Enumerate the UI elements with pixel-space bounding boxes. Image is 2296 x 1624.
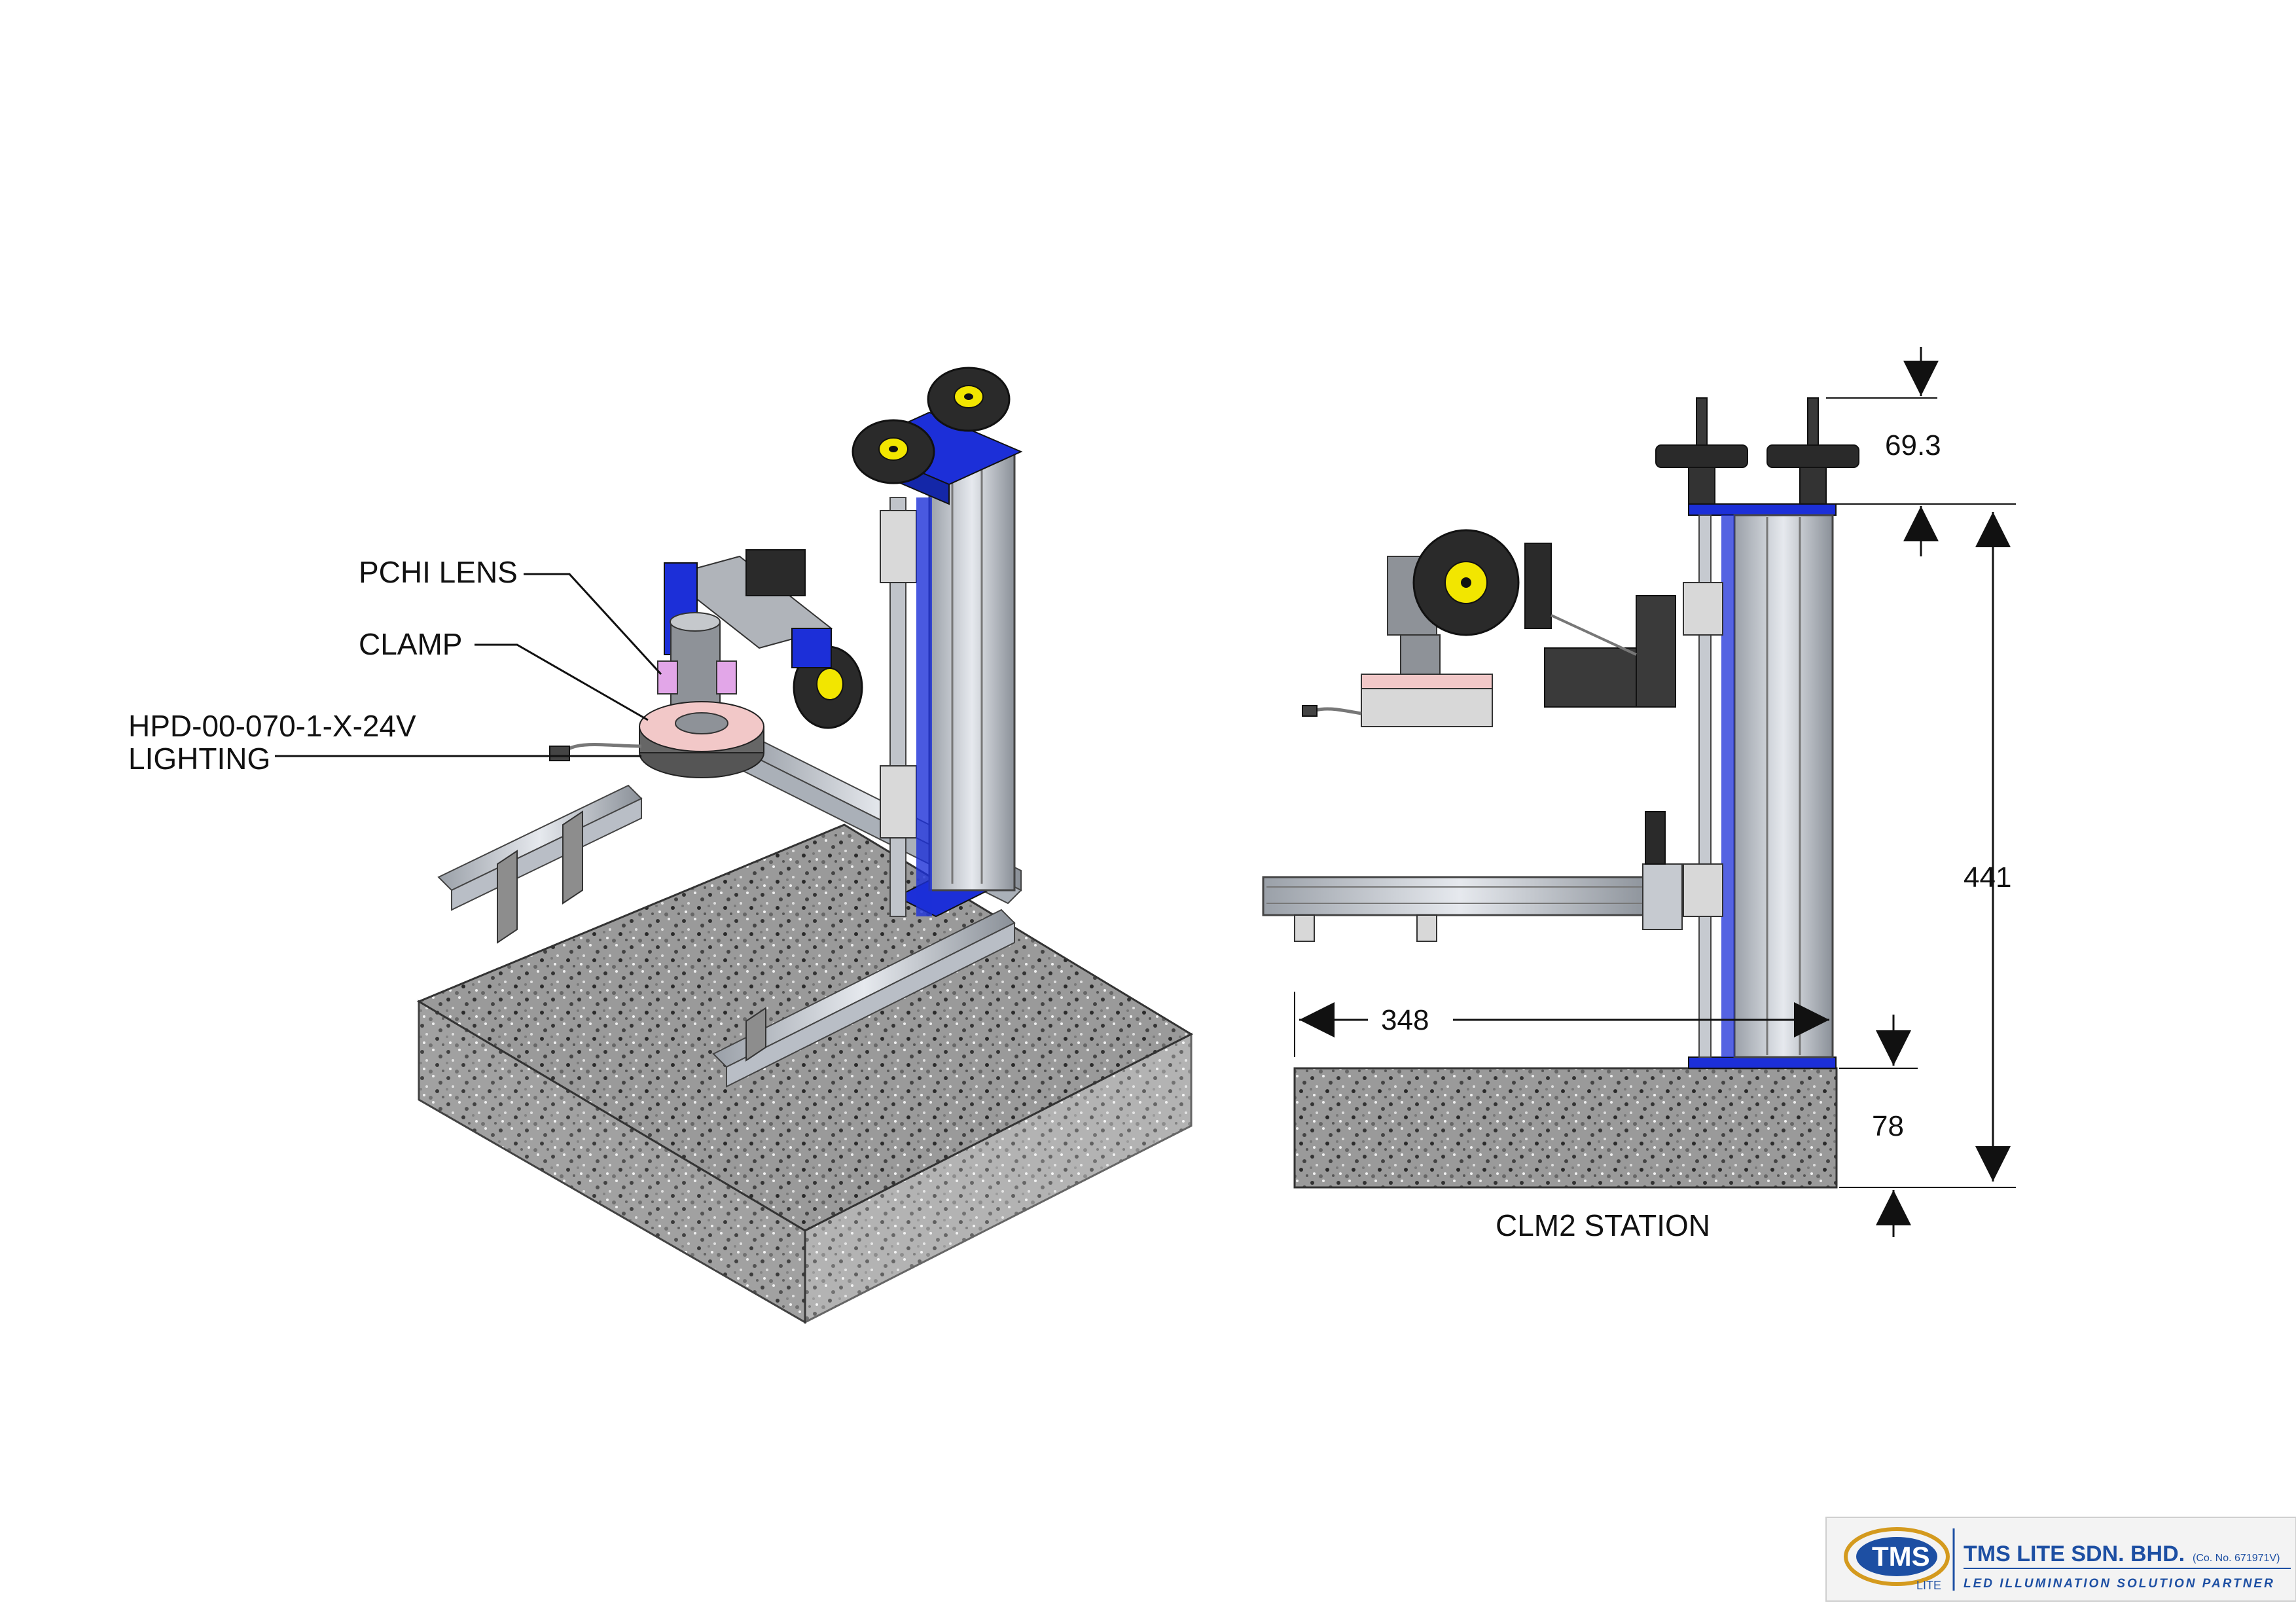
camera-assembly-side — [1302, 529, 1676, 727]
granite-base-iso — [416, 823, 1194, 1324]
tms-logo: TMS LITE — [1844, 1527, 1950, 1592]
horizontal-arm-side — [1262, 811, 1683, 942]
dimension-total-height: 441 — [1964, 861, 2011, 893]
isometric-view: PCHI LENS CLAMP HPD-00-070-1-X-24V LIGHT… — [128, 367, 1194, 1324]
side-view: 69.3 441 78 348 CLM2 STATION — [1262, 347, 2016, 1242]
granite-base-side — [1293, 1067, 1838, 1189]
logo-text: TMS — [1872, 1541, 1930, 1572]
callout-lighting-label: LIGHTING — [128, 742, 270, 776]
lens-clamp-lighting-iso — [549, 612, 764, 778]
vertical-column-iso — [855, 411, 1023, 918]
company-name: TMS LITE SDN. BHD. — [1964, 1542, 2185, 1566]
callout-pchi-lens: PCHI LENS — [359, 555, 518, 589]
dimension-base-height: 78 — [1872, 1110, 1904, 1142]
handwheels-side — [1655, 397, 1859, 505]
dimension-top-offset: 69.3 — [1885, 429, 1941, 461]
logo-subtext: LITE — [1916, 1579, 1941, 1592]
title-block: TMS LITE TMS LITE SDN. BHD. (Co. No. 671… — [1825, 1517, 2296, 1602]
callout-clamp: CLAMP — [359, 627, 462, 661]
dimension-arm-length: 348 — [1381, 1004, 1429, 1036]
company-tagline: LED ILLUMINATION SOLUTION PARTNER — [1964, 1577, 2275, 1591]
dimension-lines — [1294, 347, 2016, 1237]
camera-assembly-iso — [664, 549, 833, 668]
view-title: CLM2 STATION — [1496, 1208, 1710, 1242]
company-registration: (Co. No. 671971V) — [2193, 1553, 2280, 1564]
handwheel-iso-1 — [852, 419, 935, 484]
callout-leaders — [275, 573, 662, 757]
handwheels-iso — [793, 367, 1011, 729]
callout-lighting-part-number: HPD-00-070-1-X-24V — [128, 709, 416, 743]
vertical-column-side — [1733, 514, 1834, 1058]
handwheel-iso-2 — [927, 367, 1011, 432]
